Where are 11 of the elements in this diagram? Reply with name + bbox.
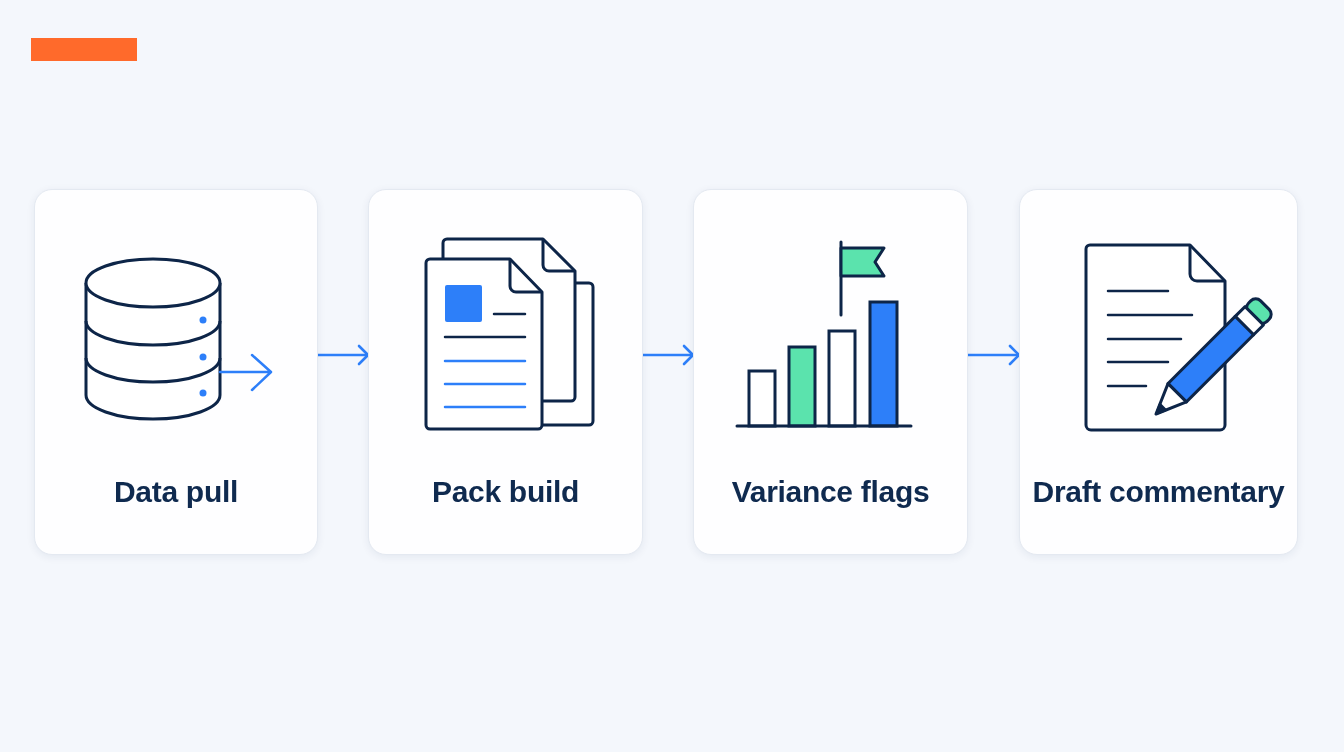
process-card (34, 189, 318, 555)
arrow (968, 344, 1021, 366)
step-label: Variance flags (731, 474, 930, 510)
step-label: Data pull (114, 474, 238, 510)
process-card (1019, 189, 1298, 555)
arrow (318, 344, 370, 366)
step-label: Draft commentary (1032, 474, 1285, 510)
process-card (368, 189, 643, 555)
step-label: Pack build (431, 474, 579, 510)
arrow (643, 344, 695, 366)
process-card (693, 189, 968, 555)
